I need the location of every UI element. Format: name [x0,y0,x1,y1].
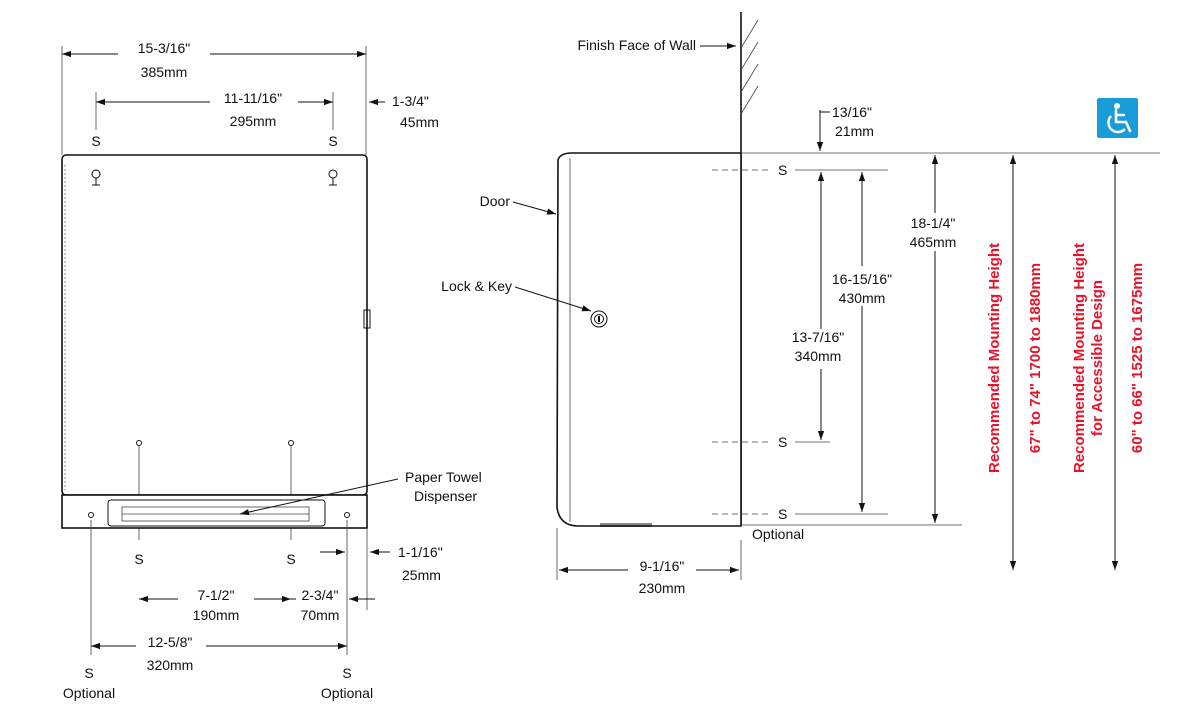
lower-right-hole-label: S [286,551,295,567]
optional-hole-spacing-inches: 12-5/8" [148,634,193,650]
door-leader [512,201,557,215]
accessible-height-label-line2: for Accessible Design [1089,280,1106,436]
hole-height-mm: 340mm [795,348,842,364]
overall-width-inches: 15-3/16" [138,40,190,56]
top-left-hole-label: S [91,133,100,149]
top-side-offset-mm: 45mm [400,114,439,130]
product-label-line1: Paper Towel [405,469,482,485]
optional-left-hole-label: S [84,665,93,681]
side-latch [363,309,371,329]
front-view: 15-3/16" 385mm 11-11/16" 295mm 1-3/4" 45… [61,40,482,701]
recommended-height-label: Recommended Mounting Height [986,243,1003,473]
lock-label: Lock & Key [441,278,512,294]
mounting-heights: Recommended Mounting Height 67" to 74" 1… [986,98,1146,570]
wheelchair-icon [1097,98,1138,138]
bottom-edge-offset-mm: 70mm [301,607,340,623]
top-right-hole-label: S [328,133,337,149]
depth-mm: 230mm [639,580,686,596]
wall-hatching [740,19,759,115]
recommended-height-range: 67" to 74" 1700 to 1880mm [1027,263,1044,453]
side-view: Finish Face of Wall Door Lock & Key S S … [441,12,1160,596]
dispenser-side-body [556,152,742,527]
top-side-offset-inches: 1-3/4" [392,93,429,109]
optional-hole-spacing-mm: 320mm [147,657,194,673]
bottom-side-offset-mm: 25mm [402,567,441,583]
bottom-hole-spacing-inches: 7-1/2" [198,587,235,603]
optional-hole-height-mm: 430mm [839,290,886,306]
side-lower-hole-label: S [778,434,787,450]
hole-height-inches: 13-7/16" [792,329,844,345]
bottom-side-offset-inches: 1-1/16" [398,544,443,560]
side-top-hole-label: S [778,162,787,178]
optional-hole-mark-left [88,512,94,655]
overall-width-mm: 385mm [141,64,188,80]
wall-label: Finish Face of Wall [577,37,696,53]
optional-right-label: Optional [321,685,373,701]
side-optional-label: Optional [752,526,804,542]
product-label-line2: Dispenser [414,488,477,504]
dispenser-front-body [61,154,368,496]
door-label: Door [480,193,511,209]
lock-leader [514,286,592,312]
optional-right-hole-label: S [342,665,351,681]
keyhole-slot-left [91,169,101,186]
top-offset-mm: 21mm [835,123,874,139]
optional-hole-mark-right [344,512,350,655]
towel-outlet [107,499,326,527]
bottom-edge-offset-inches: 2-3/4" [302,587,339,603]
lock-key-icon [590,310,608,328]
optional-hole-height-inches: 16-15/16" [832,271,892,287]
lower-left-hole-label: S [134,551,143,567]
product-label-leader [239,478,399,516]
optional-left-label: Optional [63,685,115,701]
accessible-height-label-line1: Recommended Mounting Height [1071,243,1088,473]
side-optional-hole-label: S [778,506,787,522]
top-hole-spacing-mm: 295mm [230,113,277,129]
top-hole-spacing-inches: 11-11/16" [224,90,282,106]
overall-height-mm: 465mm [910,234,957,250]
bottom-hole-spacing-mm: 190mm [193,607,240,623]
top-offset-inches: 13/16" [832,104,872,120]
keyhole-slot-right [328,169,338,186]
overall-height-inches: 18-1/4" [911,215,956,231]
depth-inches: 9-1/16" [640,558,685,574]
accessible-height-range: 60" to 66" 1525 to 1675mm [1129,263,1146,453]
